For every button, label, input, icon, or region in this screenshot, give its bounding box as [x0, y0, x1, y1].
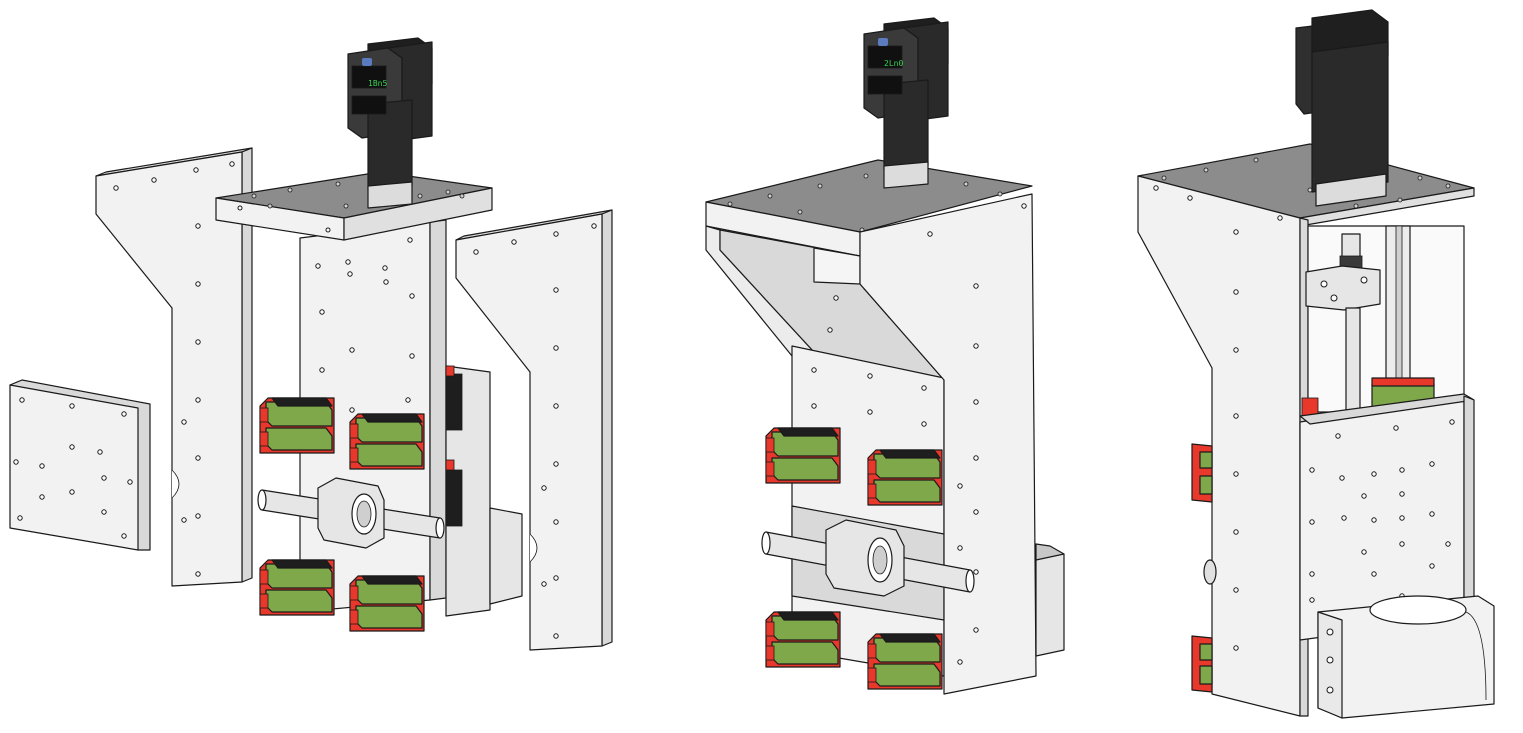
section-view — [1137, 9, 1495, 719]
rail-carrier-plate — [445, 365, 523, 617]
assembled-top-plate — [705, 159, 1033, 257]
top-motor-plate — [215, 171, 493, 241]
left-side-plate — [95, 147, 253, 587]
assembled-view: 2Ln0 — [705, 17, 1065, 695]
section-left-side-plate — [1137, 175, 1309, 717]
front-mounting-plate — [9, 379, 151, 551]
section-carriage-plate — [1299, 393, 1475, 641]
right-side-plate — [455, 209, 613, 651]
assembled-right-side-plate — [859, 193, 1037, 695]
spindle-clamp — [1317, 595, 1495, 719]
assembled-stepper-motor: 2Ln0 — [863, 17, 949, 189]
assembled-bearing-block — [1035, 543, 1065, 657]
section-stepper-motor — [1295, 9, 1389, 207]
section-edge-rail-blocks — [1191, 443, 1213, 693]
exploded-view: 1Bn5 — [9, 37, 613, 651]
motor-display-readout: 1Bn5 — [368, 79, 387, 88]
stepper-motor: 1Bn5 — [347, 37, 433, 209]
assembled-ball-screw — [761, 519, 975, 597]
assembled-motor-display-readout: 2Ln0 — [884, 59, 903, 68]
ball-screw-assembly — [257, 477, 445, 549]
section-interior — [1301, 225, 1465, 417]
